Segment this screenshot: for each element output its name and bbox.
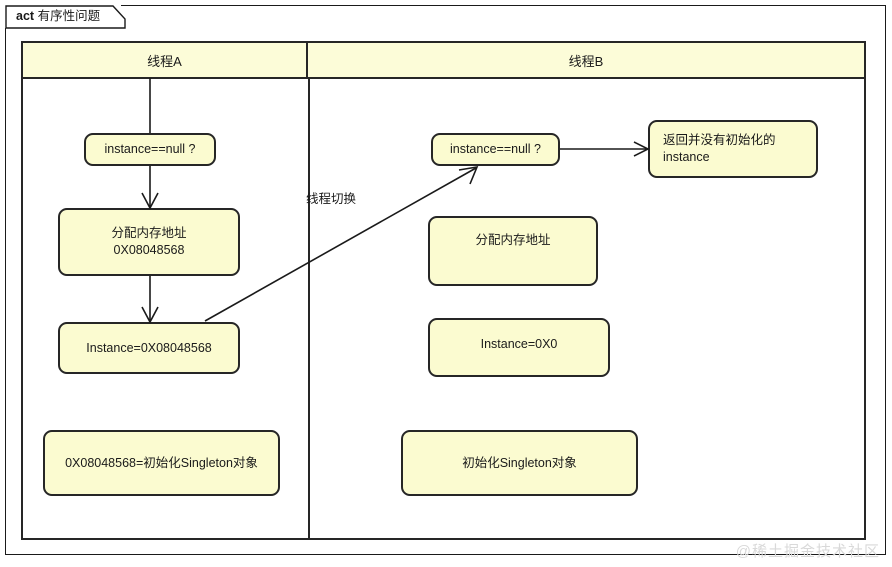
partition-label-thread-b: 线程B (568, 53, 604, 69)
frame-title-text: act 有序性问题 (16, 8, 100, 25)
activity-node-b-init-label: 初始化Singleton对象 (462, 455, 577, 470)
activity-node-b-assign[interactable]: Instance=0X0 (428, 318, 610, 377)
frame-keyword: act (16, 9, 35, 23)
activity-node-b-check[interactable]: instance==null ? (431, 133, 560, 166)
frame-title-tab: act 有序性问题 (5, 5, 126, 29)
activity-node-a-alloc-label: 分配内存地址 0X08048568 (111, 225, 186, 259)
partition-divider (308, 79, 310, 540)
edge-label-thread-switch: 线程切换 (306, 192, 357, 206)
partition-header-thread-b: 线程B (308, 43, 864, 79)
activity-node-a-init[interactable]: 0X08048568=初始化Singleton对象 (43, 430, 280, 496)
watermark: @稀土掘金技术社区 (735, 543, 880, 560)
activity-node-b-alloc-label: 分配内存地址 (475, 233, 551, 247)
activity-node-a-alloc[interactable]: 分配内存地址 0X08048568 (58, 208, 240, 276)
partition-label-thread-a: 线程A (147, 53, 182, 69)
activity-node-b-return-label: 返回并没有初始化的 instance (663, 132, 776, 166)
partition-header-thread-a: 线程A (23, 43, 308, 79)
activity-node-a-assign[interactable]: Instance=0X08048568 (58, 322, 240, 374)
activity-node-a-alloc-line2: 0X08048568 (113, 243, 185, 257)
activity-node-b-return-line1: 返回并没有初始化的 (663, 133, 776, 147)
activity-node-b-check-label: instance==null ? (449, 142, 542, 156)
activity-node-a-init-label: 0X08048568=初始化Singleton对象 (65, 455, 258, 470)
frame-tab-shape (5, 5, 126, 29)
activity-node-b-return-line2: instance (663, 150, 710, 164)
activity-node-b-alloc[interactable]: 分配内存地址 (428, 216, 598, 286)
activity-node-a-check[interactable]: instance==null ? (84, 133, 216, 166)
frame-title: 有序性问题 (37, 9, 101, 23)
activity-node-a-alloc-line1: 分配内存地址 (111, 226, 187, 240)
partition-headers: 线程A 线程B (23, 43, 864, 79)
activity-node-a-check-label: instance==null ? (104, 142, 196, 156)
activity-node-a-assign-label: Instance=0X08048568 (86, 340, 212, 355)
activity-node-b-return[interactable]: 返回并没有初始化的 instance (648, 120, 818, 178)
activity-node-b-assign-label: Instance=0X0 (480, 337, 558, 351)
activity-node-b-init[interactable]: 初始化Singleton对象 (401, 430, 638, 496)
